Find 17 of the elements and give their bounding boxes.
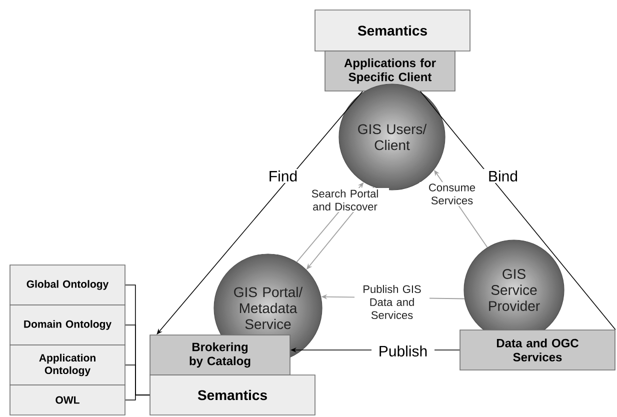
connector-line bbox=[420, 91, 616, 330]
edge-label: Bind bbox=[482, 169, 524, 183]
application-box: Applications for Specific Client bbox=[324, 50, 456, 92]
edge-label: Find bbox=[262, 169, 304, 183]
edge-label: Consume Services bbox=[420, 182, 484, 206]
edge-label: Search Portal and Discover bbox=[301, 188, 389, 212]
ontology-cell: Application Ontology bbox=[10, 344, 126, 386]
services-box: Data and OGC Services bbox=[460, 330, 616, 370]
bracket-line bbox=[125, 394, 150, 400]
ontology-cell: OWL bbox=[10, 384, 126, 416]
edge-label: Publish bbox=[372, 344, 434, 358]
semantics-box: Semantics bbox=[150, 374, 316, 416]
edge-label: Publish GIS Data and Services bbox=[354, 283, 430, 321]
ontology-cell: Domain Ontology bbox=[10, 304, 126, 346]
semantics-box: Semantics bbox=[314, 10, 470, 52]
catalog-box: Brokering by Catalog bbox=[150, 334, 290, 376]
ontology-cell: Global Ontology bbox=[10, 264, 126, 306]
